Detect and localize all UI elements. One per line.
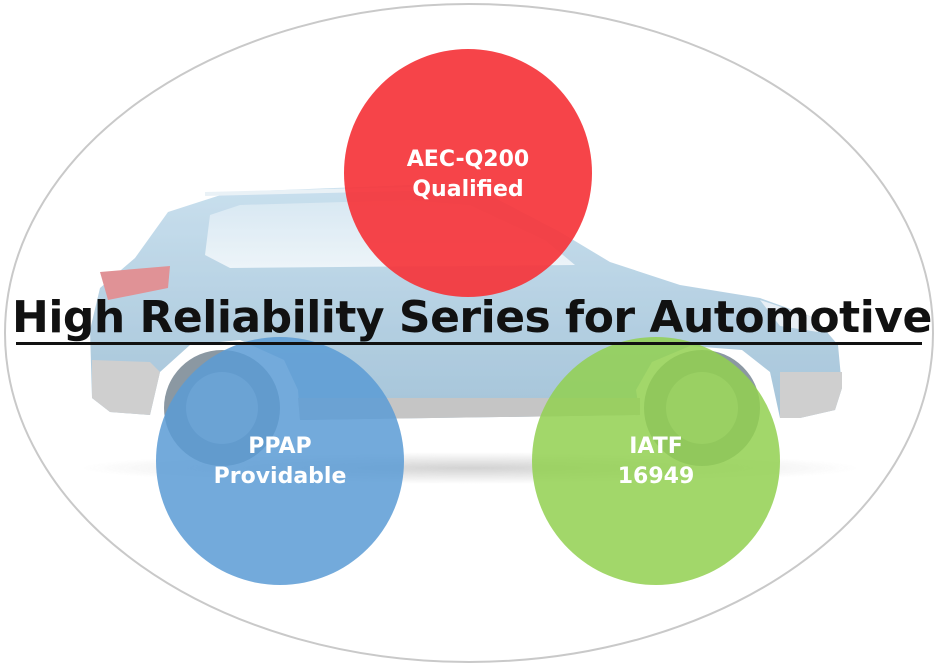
- headline-underline: [16, 342, 922, 345]
- aec-q200-line1: AEC-Q200: [406, 147, 530, 172]
- car-head-light: [760, 300, 818, 332]
- iatf-line2: 16949: [617, 464, 695, 489]
- headline: High Reliability Series for Automotive: [12, 290, 932, 346]
- iatf-label: IATF 16949: [618, 432, 695, 492]
- car-tail-light: [100, 266, 170, 300]
- ppap-line1: PPAP: [248, 434, 312, 459]
- car-lower-trim: [92, 360, 160, 415]
- aec-q200-label: AEC-Q200 Qualified: [407, 145, 529, 205]
- ppap-circle: [156, 337, 404, 585]
- iatf-circle: [532, 337, 780, 585]
- car-front-bumper: [780, 372, 842, 418]
- aec-q200-line2: Qualified: [412, 177, 524, 202]
- aec-q200-circle: [344, 49, 592, 297]
- ppap-label: PPAP Providable: [214, 432, 347, 492]
- ppap-line2: Providable: [213, 464, 347, 489]
- iatf-line1: IATF: [629, 434, 683, 459]
- headline-text: High Reliability Series for Automotive: [12, 292, 932, 343]
